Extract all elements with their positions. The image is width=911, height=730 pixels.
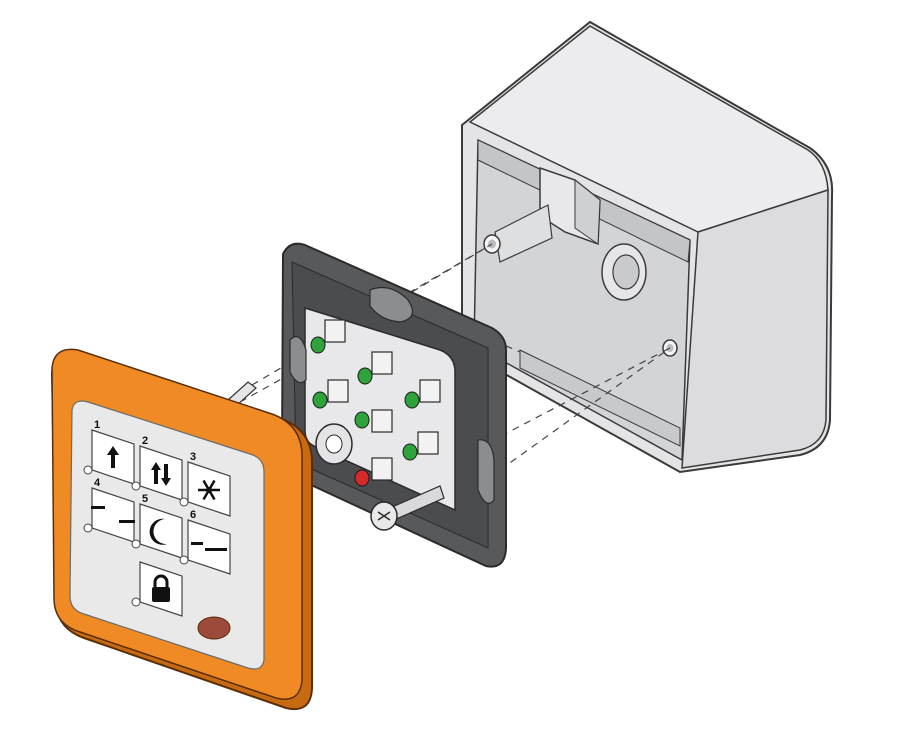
keypad-key-2[interactable]: 2: [131, 435, 183, 501]
key-number: 3: [190, 451, 196, 463]
key-number: 5: [142, 493, 148, 505]
keypad-key-1[interactable]: 1: [83, 419, 135, 485]
keypad-key-lock[interactable]: [131, 561, 183, 617]
snowflake-icon: [198, 479, 220, 501]
mounting-box-side-face: [681, 188, 829, 469]
arrow-up-icon: [107, 446, 119, 468]
double-dash-icon: [191, 542, 227, 551]
dash-icon: [91, 506, 135, 523]
cover-plate: 1 2 3 4 5 6: [50, 348, 313, 710]
keypad-key-5[interactable]: 5: [131, 493, 183, 559]
lock-icon: [152, 574, 170, 602]
switch-insert: [280, 242, 507, 568]
insert-screw: [370, 485, 445, 531]
key-number: 1: [94, 419, 100, 431]
mounting-box: [461, 20, 834, 474]
keypad-key-3[interactable]: 3: [179, 451, 231, 517]
indicator-led: [197, 616, 231, 640]
key-number: 6: [190, 509, 196, 521]
key-number: 4: [94, 477, 101, 489]
moon-icon: [149, 518, 167, 545]
keypad-key-6[interactable]: 6: [179, 509, 231, 575]
up-down-arrows-icon: [151, 462, 171, 486]
microswitch-array: [310, 319, 441, 487]
key-number: 2: [142, 435, 148, 447]
